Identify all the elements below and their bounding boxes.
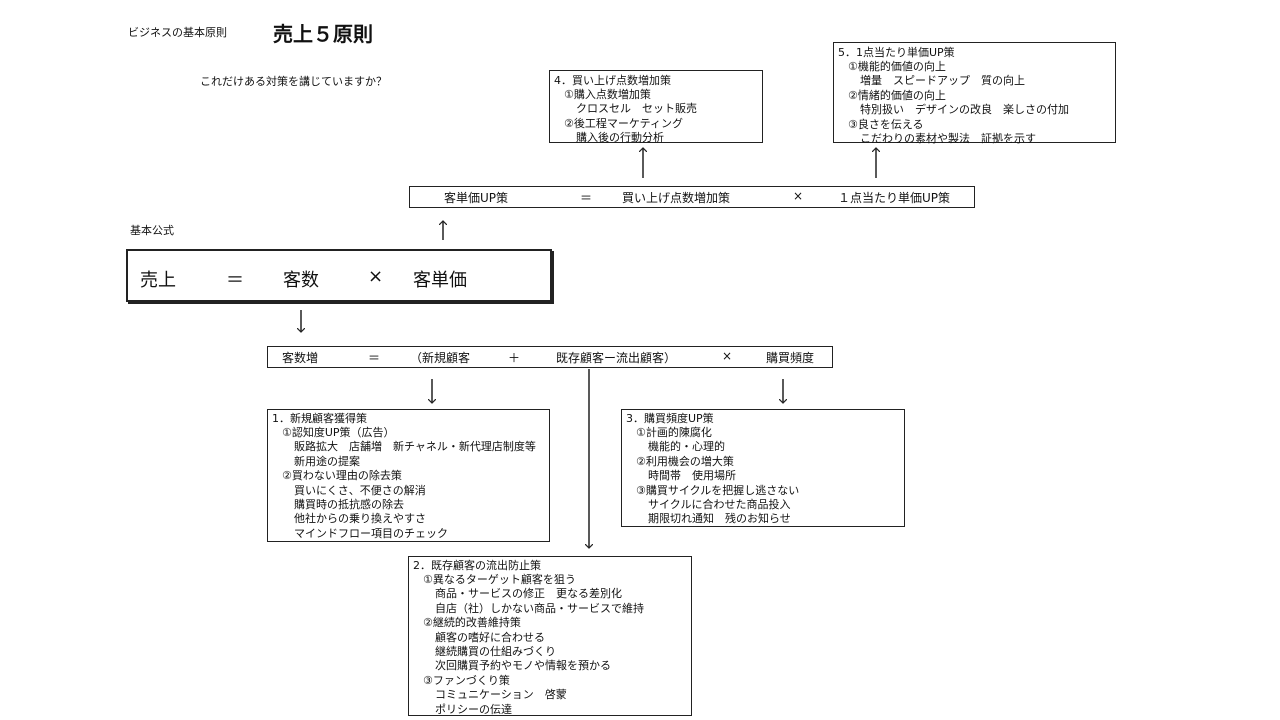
customer-term2: 既存顧客ー流出顧客） bbox=[556, 351, 677, 365]
box1-line: ②買わない理由の除去策 bbox=[282, 469, 402, 483]
unit-price-eq: ＝ bbox=[580, 191, 593, 205]
box3-line: 期限切れ通知 残のお知らせ bbox=[648, 512, 791, 526]
box5-line: 増量 スピードアップ 質の向上 bbox=[860, 74, 1025, 88]
box2-line: ポリシーの伝達 bbox=[435, 702, 512, 716]
customer-lhs: 客数増 bbox=[282, 351, 319, 365]
box2-line: ②継続的改善維持策 bbox=[423, 616, 521, 630]
customer-term3: 購買頻度 bbox=[766, 351, 815, 365]
box4-title: 4．買い上げ点数増加策 bbox=[554, 74, 671, 87]
question-text: これだけある対策を講じていますか？ bbox=[200, 75, 387, 88]
box1-line: 購買時の抵抗感の除去 bbox=[294, 498, 404, 512]
subtitle: ビジネスの基本原則 bbox=[128, 26, 227, 39]
box1-line: ①認知度UP策（広告） bbox=[282, 426, 395, 439]
basic-customers: 客数 bbox=[283, 270, 319, 291]
customer-formula: 客数増 ＝ （新規顧客 ＋ 既存顧客ー流出顧客） × 購買頻度 bbox=[267, 346, 833, 368]
unit-price-term2: １点当たり単価UP策 bbox=[838, 191, 951, 205]
box3-line: 時間帯 使用場所 bbox=[648, 469, 736, 483]
unit-price-lhs: 客単価UP策 bbox=[444, 191, 509, 205]
box4-line: クロスセル セット販売 bbox=[576, 102, 697, 116]
box2-title: 2．既存顧客の流出防止策 bbox=[413, 559, 541, 572]
box3-line: サイクルに合わせた商品投入 bbox=[648, 498, 791, 512]
box2-line: 次回購買予約やモノや情報を預かる bbox=[435, 659, 611, 673]
box1-line: 買いにくさ、不便さの解消 bbox=[294, 483, 426, 497]
box5-title: 5．1点当たり単価UP策 bbox=[838, 46, 955, 59]
box3-line: ②利用機会の増大策 bbox=[636, 454, 734, 468]
box2-line: 顧客の嗜好に合わせる bbox=[435, 630, 545, 644]
box2-line: コミュニケーション 啓蒙 bbox=[435, 688, 567, 702]
box5-line: こだわりの素材や製法 証拠を示す bbox=[860, 132, 1036, 146]
customer-plus: ＋ bbox=[508, 351, 521, 365]
box4-line: ②後工程マーケティング bbox=[564, 116, 683, 130]
box3-line: 機能的・心理的 bbox=[648, 440, 725, 454]
box2-line: 自店（社）しかない商品・サービスで維持 bbox=[435, 601, 644, 615]
basic-unit-price: 客単価 bbox=[413, 270, 467, 291]
box1-line: マインドフロー項目のチェック bbox=[294, 526, 448, 540]
box1-line: 他社からの乗り換えやすさ bbox=[294, 512, 426, 526]
unit-price-times: × bbox=[793, 189, 804, 203]
box1-line: 新用途の提案 bbox=[294, 454, 360, 468]
unit-price-term1: 買い上げ点数増加策 bbox=[622, 191, 731, 205]
box1-line: 販路拡大 店舗増 新チャネル・新代理店制度等 bbox=[294, 440, 536, 454]
box2-line: ③ファンづくり策 bbox=[423, 673, 510, 687]
box4-line: ①購入点数増加策 bbox=[564, 88, 651, 101]
box5-line: ①機能的価値の向上 bbox=[848, 60, 946, 73]
page-title: 売上５原則 bbox=[273, 22, 373, 46]
box2-line: ①異なるターゲット顧客を狙う bbox=[423, 573, 576, 586]
box-retention: 2．既存顧客の流出防止策 ①異なるターゲット顧客を狙う商品・サービスの修正 更な… bbox=[408, 556, 692, 716]
box2-lines: ①異なるターゲット顧客を狙う商品・サービスの修正 更なる差別化自店（社）しかない… bbox=[413, 573, 687, 717]
unit-price-formula: 客単価UP策 ＝ 買い上げ点数増加策 × １点当たり単価UP策 bbox=[409, 186, 975, 208]
customer-times: × bbox=[722, 349, 733, 363]
box5-line: ②情緒的価値の向上 bbox=[848, 88, 946, 102]
box2-line: 継続購買の仕組みづくり bbox=[435, 645, 556, 659]
basic-formula-label: 基本公式 bbox=[130, 224, 174, 237]
basic-formula-box: 売上 ＝ 客数 × 客単価 bbox=[126, 249, 552, 302]
box5-line: ③良さを伝える bbox=[848, 117, 924, 131]
customer-eq: ＝ bbox=[368, 351, 381, 365]
box3-title: 3．購買頻度UP策 bbox=[626, 412, 714, 425]
box3-line: ①計画的陳腐化 bbox=[636, 426, 712, 439]
box2-line: 商品・サービスの修正 更なる差別化 bbox=[435, 587, 622, 601]
basic-sales: 売上 bbox=[140, 270, 176, 291]
box5-line: 特別扱い デザインの改良 楽しさの付加 bbox=[860, 103, 1069, 117]
box-new-customer: 1．新規顧客獲得策 ①認知度UP策（広告）販路拡大 店舗増 新チャネル・新代理店… bbox=[267, 409, 550, 542]
box4-line: 購入後の行動分析 bbox=[576, 131, 664, 145]
box1-title: 1．新規顧客獲得策 bbox=[272, 412, 367, 425]
box3-line: ③購買サイクルを把握し逃さない bbox=[636, 483, 800, 497]
basic-times: × bbox=[368, 266, 384, 287]
customer-term1: （新規顧客 bbox=[410, 351, 471, 365]
basic-eq: ＝ bbox=[226, 270, 244, 291]
